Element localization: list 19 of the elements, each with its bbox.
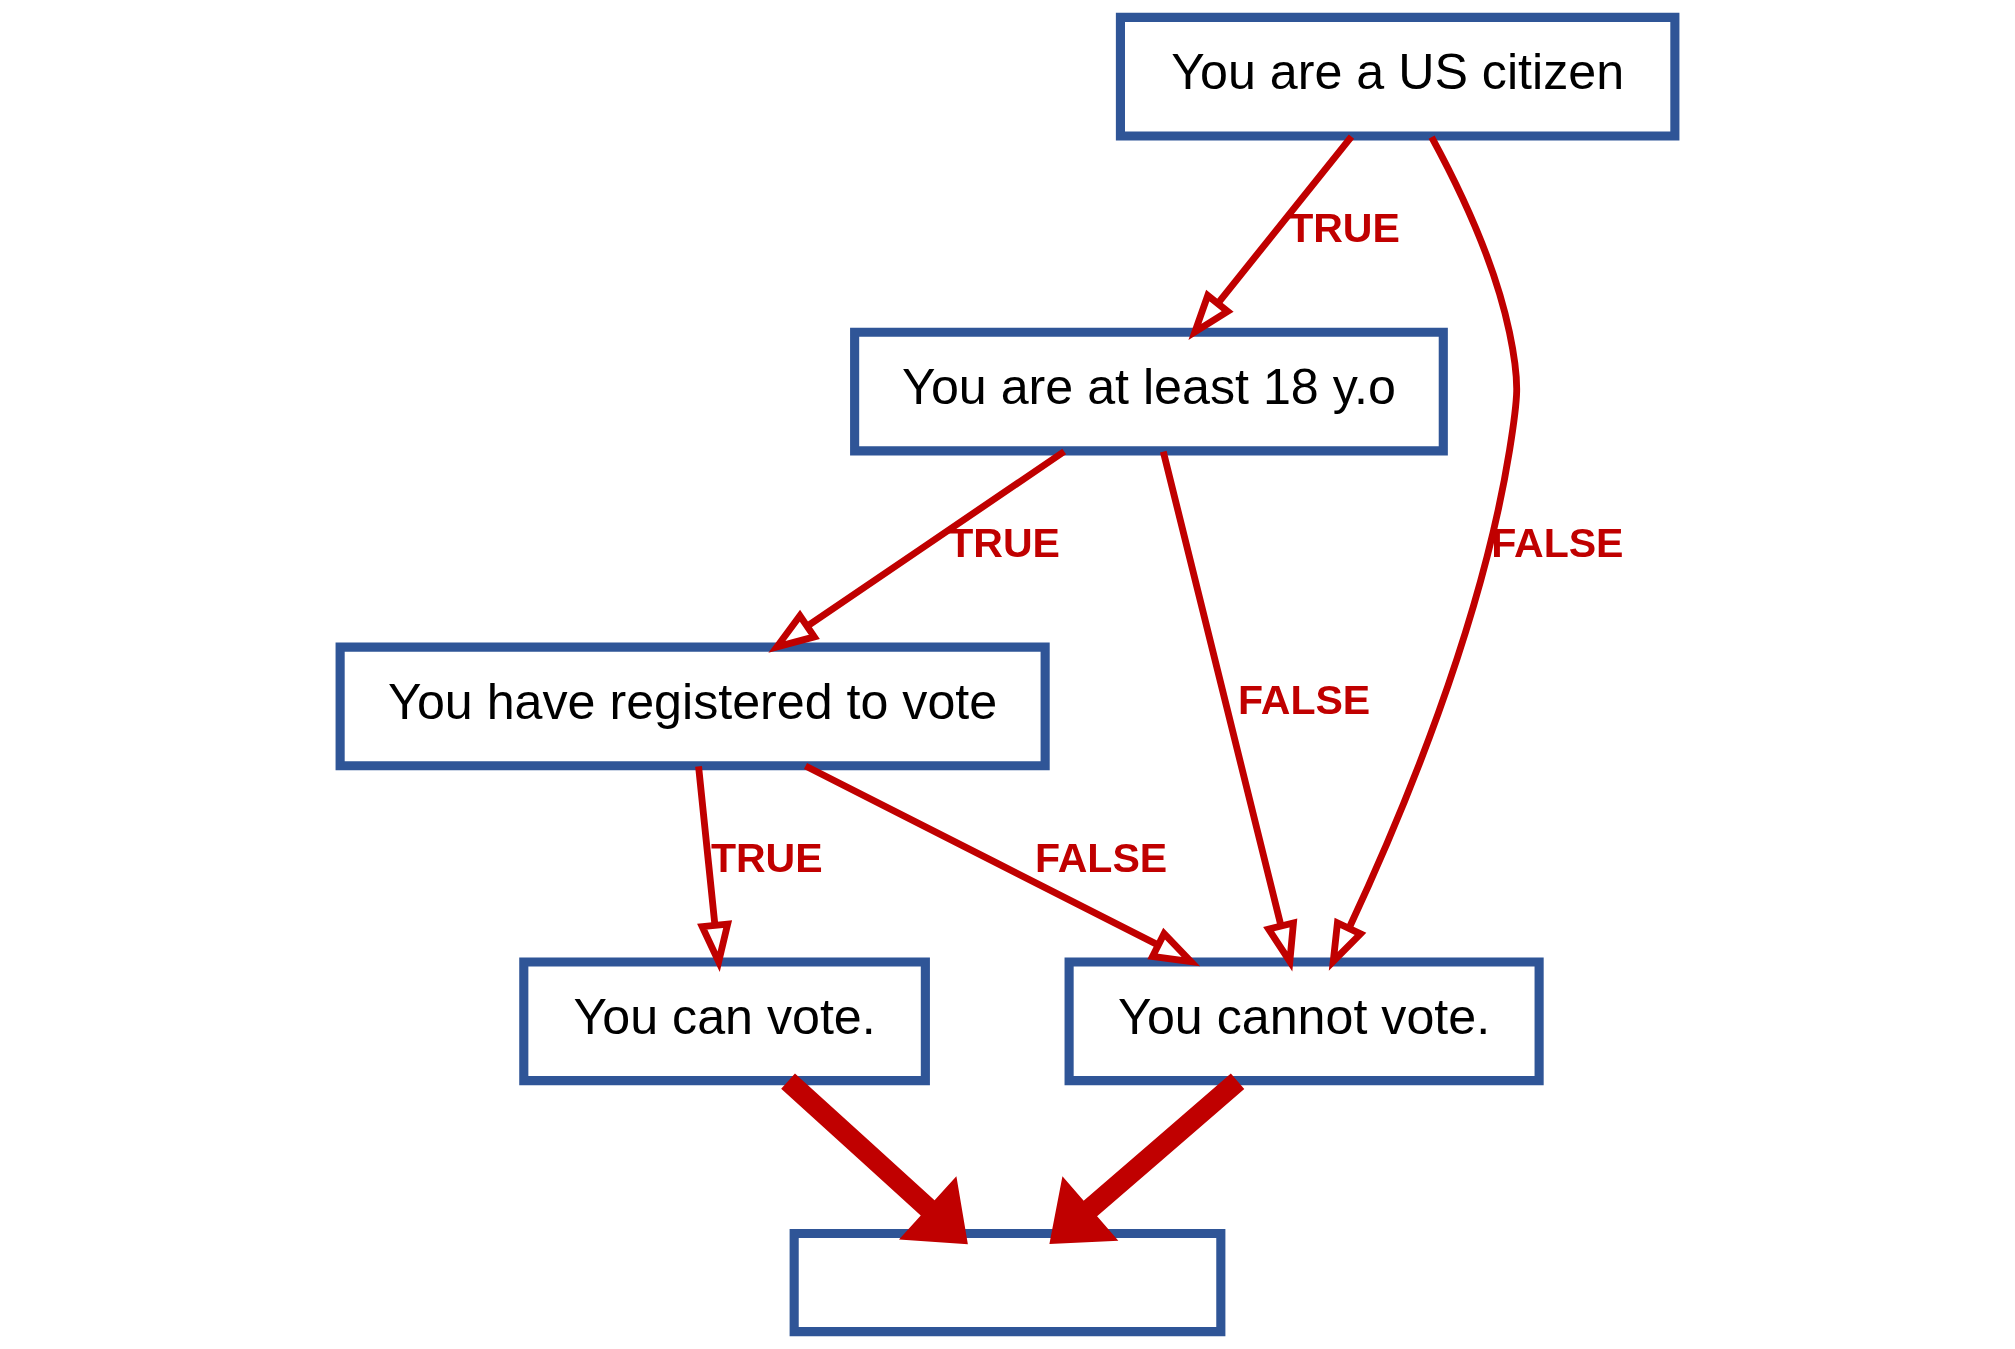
arrow — [768, 448, 1067, 653]
edge-label: TRUE — [948, 519, 1060, 566]
arrow — [781, 1073, 968, 1245]
node-box: You are a US citizen — [1115, 12, 1680, 141]
arrow — [1188, 134, 1355, 341]
arrow — [1328, 135, 1521, 971]
node-box: You have registered to vote — [335, 642, 1050, 771]
arrow — [803, 762, 1201, 967]
edge-label: TRUE — [710, 834, 823, 881]
arrow — [1159, 450, 1298, 972]
edge-label: FALSE — [1034, 834, 1168, 881]
edge-label: TRUE — [1288, 204, 1400, 251]
node-box: You are at least 18 y.o — [850, 327, 1448, 456]
arrow — [1049, 1073, 1245, 1244]
edge-label: FALSE — [1491, 519, 1624, 566]
node-box — [789, 1228, 1226, 1337]
edge-label: FALSE — [1237, 677, 1371, 724]
node-box: You can vote. — [519, 957, 930, 1086]
node-box: You cannot vote. — [1064, 957, 1544, 1086]
